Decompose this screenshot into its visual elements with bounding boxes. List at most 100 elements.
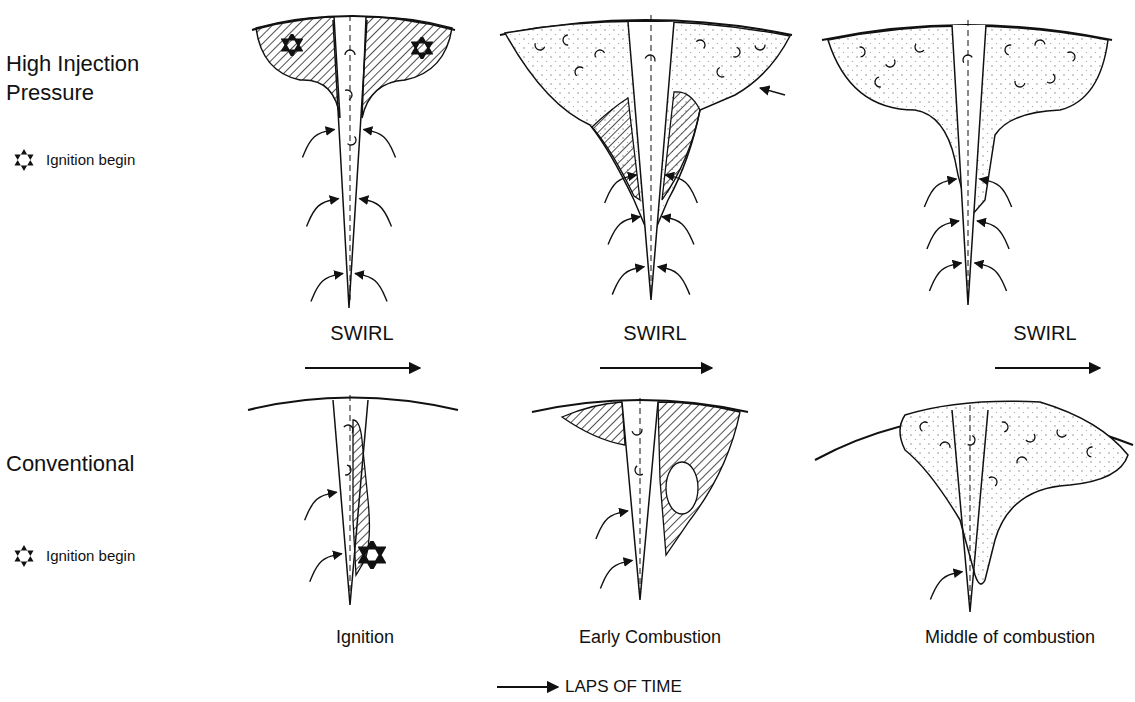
stage-label: Ignition bbox=[336, 626, 394, 649]
legend-text: Ignition begin bbox=[46, 546, 135, 566]
entrainment-arrow bbox=[605, 175, 637, 203]
turbulence-curl bbox=[940, 441, 951, 448]
row-label: High Injection Pressure bbox=[6, 50, 181, 107]
entrainment-arrow bbox=[307, 199, 339, 227]
entrainment-arrow bbox=[665, 175, 697, 203]
turbulence-curl bbox=[1016, 456, 1027, 464]
turbulence-curl bbox=[573, 65, 583, 76]
entrainment-arrow bbox=[977, 221, 1009, 249]
flame-envelope bbox=[900, 401, 1128, 584]
entrainment-arrow bbox=[359, 199, 391, 227]
turbulence-curl bbox=[913, 44, 924, 54]
spray-axis bbox=[350, 15, 351, 300]
turbulence-curl bbox=[633, 466, 643, 477]
entrainment-arrow bbox=[600, 560, 632, 588]
turbulence-curl bbox=[632, 429, 643, 436]
spray-axis bbox=[970, 405, 971, 600]
turbulence-curl bbox=[1014, 81, 1025, 88]
entrainment-arrow bbox=[302, 129, 334, 157]
turbulence-curl bbox=[968, 436, 977, 447]
turbulence-curl bbox=[344, 423, 355, 433]
turbulence-curl bbox=[696, 38, 707, 48]
entrainment-arrow bbox=[662, 217, 694, 245]
turbulence-curl bbox=[886, 60, 897, 69]
ignition-zone bbox=[662, 92, 700, 200]
turbulence-curl bbox=[345, 88, 354, 99]
entrainment-arrow bbox=[760, 88, 785, 95]
time-arrow bbox=[497, 686, 558, 688]
conventional-ignition bbox=[248, 368, 458, 605]
entrainment-arrow bbox=[612, 267, 644, 295]
legend-star bbox=[14, 149, 33, 171]
swirl-label: SWIRL bbox=[330, 320, 393, 346]
turbulence-curl bbox=[1047, 74, 1057, 85]
ignition-star bbox=[360, 541, 384, 569]
entrainment-arrow bbox=[658, 267, 690, 295]
turbulence-curl bbox=[1026, 434, 1037, 444]
turbulence-curl bbox=[961, 53, 972, 63]
entrainment-arrow bbox=[924, 179, 956, 207]
turbulence-curl bbox=[345, 465, 352, 476]
time-label: LAPS OF TIME bbox=[565, 676, 682, 698]
high-pressure-early bbox=[500, 15, 792, 300]
conventional-middle bbox=[815, 368, 1133, 612]
ignition-star bbox=[282, 34, 301, 56]
entrainment-arrow bbox=[305, 492, 337, 520]
entrainment-arrow bbox=[927, 221, 959, 249]
legend-star bbox=[14, 545, 33, 567]
turbulence-curl bbox=[755, 45, 765, 51]
turbulence-curl bbox=[563, 35, 568, 45]
spray-axis bbox=[640, 398, 641, 590]
ignition-zone bbox=[256, 17, 340, 118]
entrainment-arrow bbox=[980, 179, 1012, 207]
ignition-zone bbox=[362, 17, 452, 118]
turbulence-curl bbox=[715, 68, 724, 79]
turbulence-curl bbox=[1004, 44, 1011, 55]
turbulence-curl bbox=[918, 420, 928, 431]
turbulence-curl bbox=[989, 475, 999, 486]
entrainment-arrow bbox=[311, 273, 343, 301]
entrainment-arrow bbox=[929, 263, 961, 291]
turbulence-curl bbox=[1067, 50, 1076, 61]
turbulence-curl bbox=[1055, 430, 1066, 439]
stage-label: Early Combustion bbox=[579, 626, 721, 649]
entrainment-arrow bbox=[975, 263, 1007, 291]
swirl-label: SWIRL bbox=[623, 320, 686, 346]
swirl-arrow bbox=[600, 367, 712, 369]
spray-axis bbox=[651, 15, 652, 290]
spray-cone bbox=[952, 25, 986, 305]
turbulence-curl bbox=[859, 47, 865, 57]
entrainment-arrow bbox=[355, 273, 387, 301]
swirl-arrow bbox=[305, 367, 420, 369]
turbulence-curl bbox=[1034, 39, 1045, 45]
ignition-star bbox=[412, 37, 431, 59]
swirl-label: SWIRL bbox=[1013, 320, 1076, 346]
flame-pocket bbox=[666, 462, 698, 514]
swirl-arrow bbox=[995, 367, 1100, 369]
ignition-zone bbox=[658, 402, 740, 555]
spray-cone bbox=[333, 20, 367, 308]
turbulence-curl bbox=[874, 77, 881, 88]
entrainment-arrow bbox=[596, 511, 628, 539]
entrainment-arrow bbox=[930, 572, 962, 600]
flow-strokes bbox=[302, 35, 1092, 600]
ignition-zone bbox=[592, 98, 640, 200]
entrainment-arrow bbox=[608, 217, 640, 245]
turbulence-curl bbox=[593, 48, 604, 57]
turbulence-curl bbox=[645, 54, 656, 62]
legend-text: Ignition begin bbox=[46, 150, 135, 170]
turbulence-curl bbox=[733, 47, 741, 58]
ignition-zone bbox=[562, 402, 625, 445]
turbulence-curl bbox=[1002, 421, 1009, 432]
row-label: Conventional bbox=[6, 450, 134, 479]
turbulence-curl bbox=[1086, 446, 1092, 457]
high-pressure-ignition bbox=[252, 15, 455, 308]
entrainment-arrow bbox=[364, 129, 396, 157]
entrainment-arrow bbox=[310, 554, 342, 582]
conventional-early bbox=[532, 368, 748, 600]
turbulence-curl bbox=[534, 43, 545, 51]
spray-axis bbox=[968, 20, 969, 295]
